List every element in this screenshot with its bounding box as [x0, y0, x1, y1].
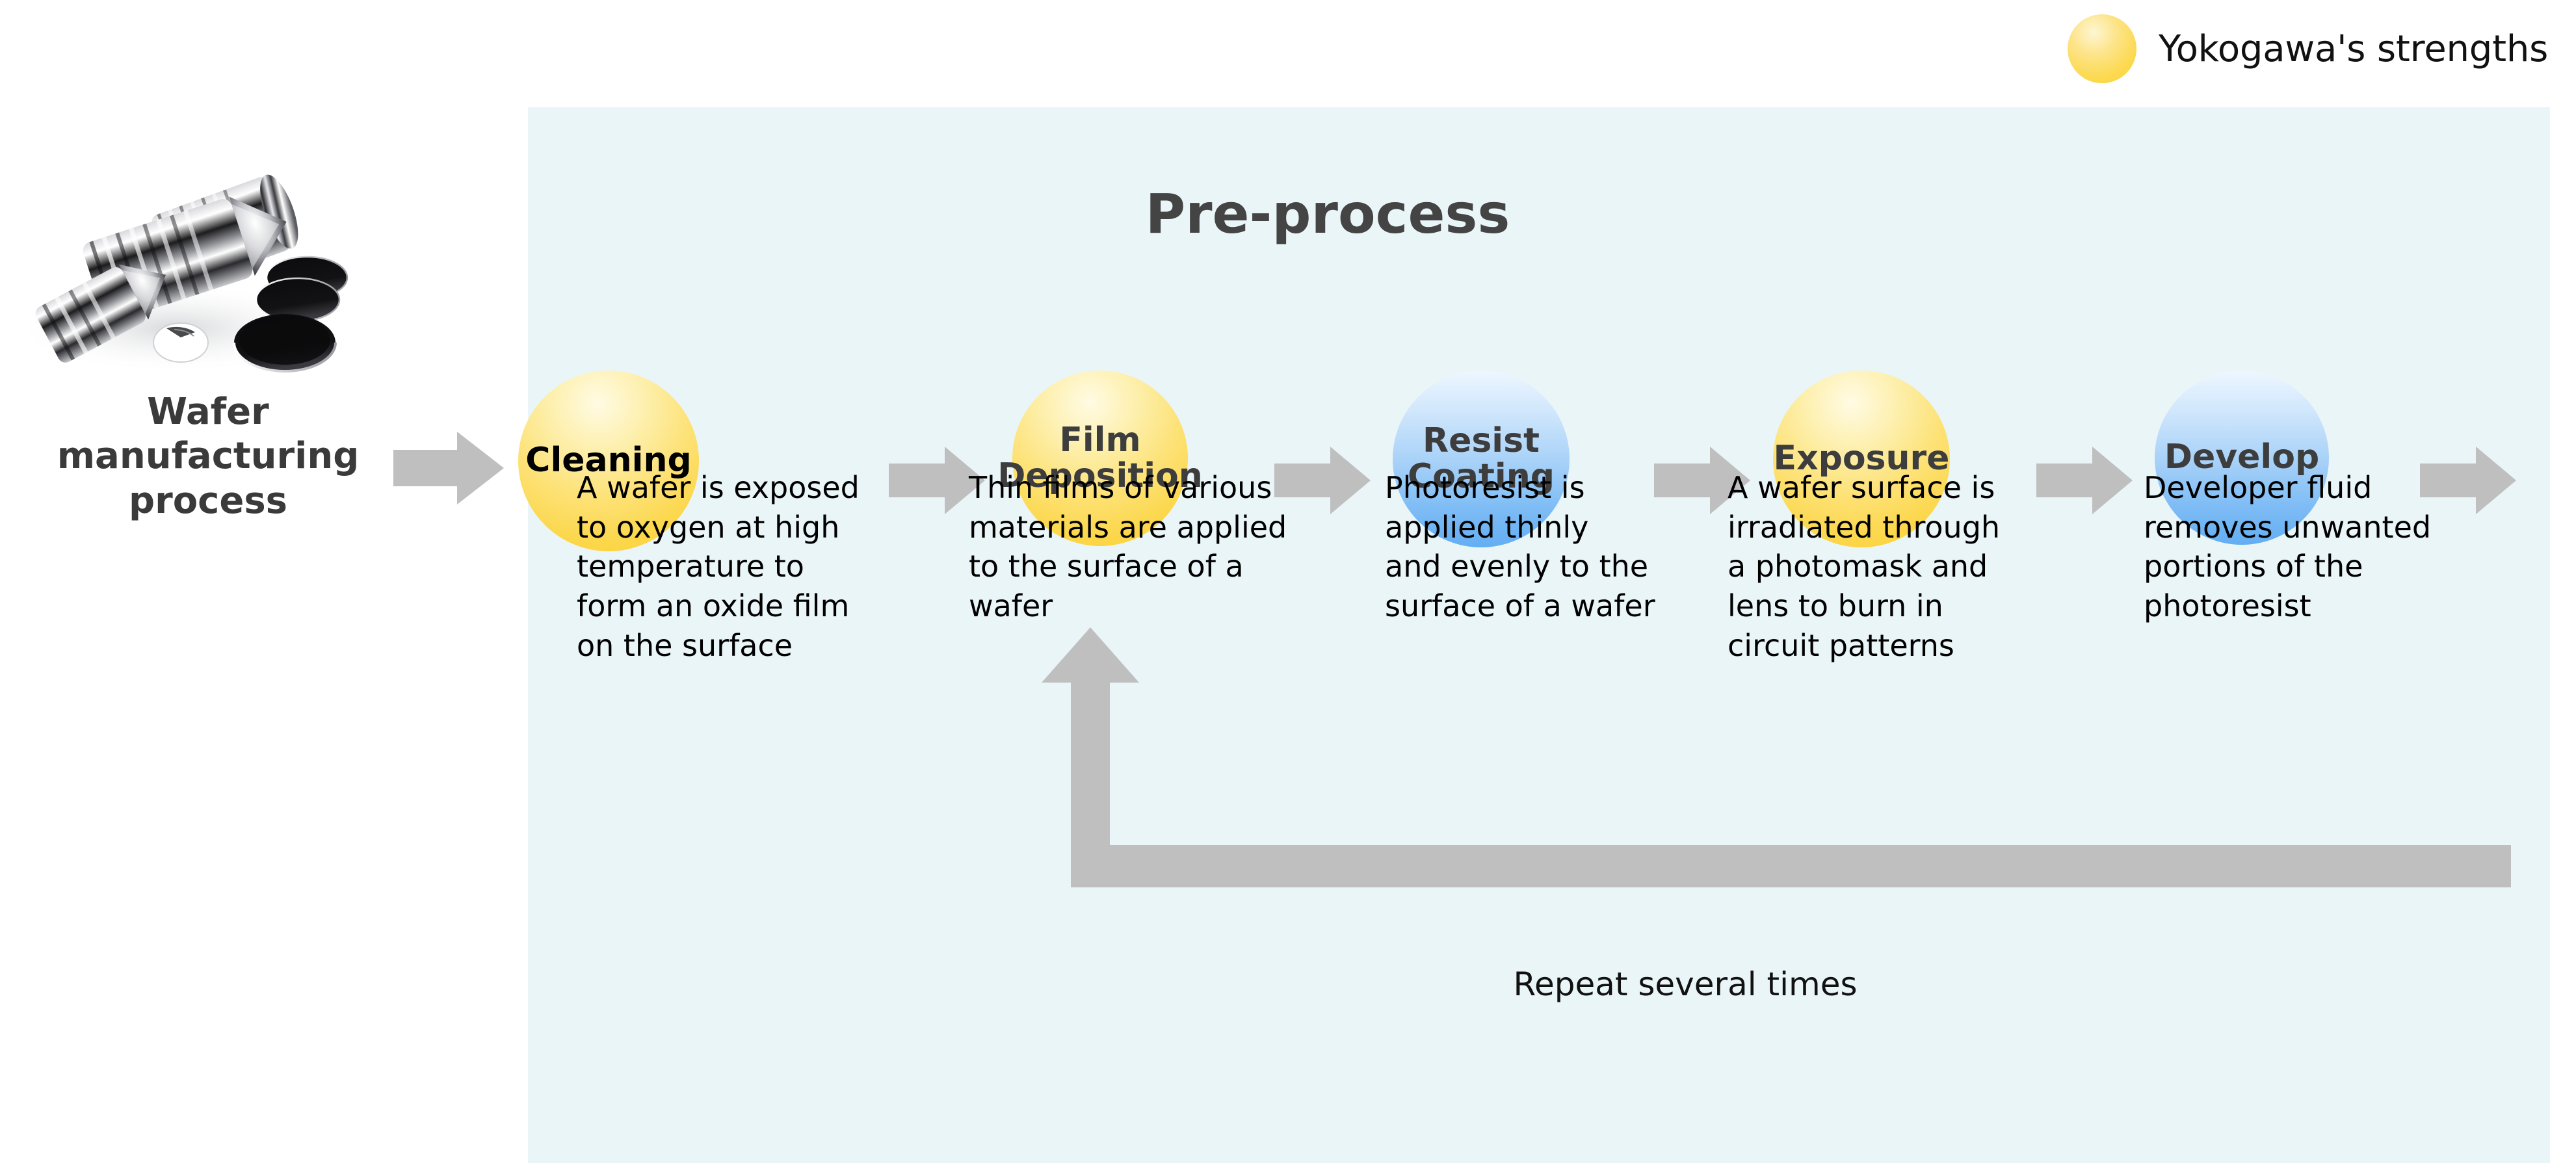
arrow-right-icon-1	[889, 447, 985, 514]
step-label-develop: Develop	[2164, 438, 2320, 477]
step-label-resist-coating-line-2: Coating	[1408, 457, 1555, 496]
caption-line: materials are applied	[969, 509, 1287, 545]
wafer-manufacturing-block: Wafer manufacturing process	[0, 390, 416, 523]
page-title: Pre-process	[1145, 182, 1510, 246]
arrow-right-icon-3	[1654, 447, 1750, 514]
caption-line: Developer fluid	[2144, 470, 2372, 505]
caption-line: to oxygen at high	[577, 509, 840, 545]
caption-line: a photomask and	[1728, 549, 1988, 584]
arrow-right-icon-2	[1274, 447, 1371, 514]
legend: Yokogawa's strengths	[2068, 14, 2548, 83]
step-label-film-deposition-line-1: Film	[1059, 420, 1141, 460]
process-step-develop[interactable]: Develop	[2155, 371, 2329, 545]
caption-line: form an oxide film	[577, 588, 850, 624]
legend-yellow-circle-icon	[2068, 14, 2136, 83]
step-caption-develop: Developer fluid removes unwanted portion…	[2144, 468, 2449, 626]
caption-line: circuit patterns	[1728, 627, 1954, 663]
repeat-loop-arrow-icon	[1042, 627, 2511, 887]
caption-line: to the surface of a	[969, 549, 1244, 584]
caption-line: applied thinly	[1385, 509, 1589, 545]
caption-line: Photoresist is	[1385, 470, 1585, 505]
wafer-manufacturing-label: Wafer manufacturing process	[55, 390, 361, 523]
step-label-film-deposition-line-2: Deposition	[997, 456, 1203, 495]
exit-arrow-right-icon	[2420, 447, 2516, 514]
pre-process-panel: Pre-process Cleaning A wafer is exposed …	[518, 107, 2550, 1163]
step-caption-cleaning: A wafer is exposed to oxygen at high tem…	[577, 468, 882, 666]
silicon-ingots-and-wafers-image	[13, 174, 348, 374]
step-bubble-exposure[interactable]: Exposure	[1773, 371, 1950, 547]
process-step-resist-coating[interactable]: Resist Coating	[1393, 371, 1570, 547]
caption-line: irradiated through	[1728, 509, 2001, 545]
entry-arrow-right-icon	[393, 432, 504, 504]
legend-label: Yokogawa's strengths	[2159, 27, 2549, 70]
caption-line: temperature to	[577, 549, 804, 584]
wafer-label-line-1: Wafer	[147, 391, 269, 433]
caption-line: surface of a wafer	[1385, 588, 1655, 624]
caption-line: wafer	[969, 588, 1053, 624]
wafer-label-line-2: manufacturing	[57, 435, 360, 478]
process-step-exposure[interactable]: Exposure	[1773, 371, 1950, 547]
caption-line: portions of the	[2144, 549, 2363, 584]
caption-line: and evenly to the	[1385, 549, 1649, 584]
process-step-cleaning[interactable]: Cleaning	[518, 371, 699, 551]
step-label-exposure: Exposure	[1773, 439, 1950, 478]
step-label-resist-coating-line-1: Resist	[1423, 421, 1540, 460]
step-bubble-resist-coating[interactable]: Resist Coating	[1393, 371, 1570, 547]
step-bubble-cleaning[interactable]: Cleaning	[518, 371, 699, 551]
arrow-right-icon-4	[2036, 447, 2133, 514]
repeat-loop-label: Repeat several times	[1513, 965, 1858, 1003]
caption-line: removes unwanted	[2144, 509, 2432, 545]
step-label-cleaning: Cleaning	[525, 441, 692, 480]
caption-line: A wafer is exposed	[577, 470, 860, 505]
caption-line: photoresist	[2144, 588, 2311, 624]
step-caption-exposure: A wafer surface is irradiated through a …	[1728, 468, 2040, 666]
caption-line: Thin films of various	[969, 470, 1272, 505]
wafer-label-line-3: process	[128, 479, 287, 522]
caption-line: on the surface	[577, 627, 793, 663]
caption-line: lens to burn in	[1728, 588, 1943, 624]
step-bubble-film-deposition[interactable]: Film Deposition	[997, 371, 1203, 546]
step-caption-resist-coating: Photoresist is applied thinly and evenly…	[1385, 468, 1697, 626]
process-step-film-deposition[interactable]: Film Deposition	[997, 371, 1203, 546]
step-caption-film-deposition: Thin films of various materials are appl…	[969, 468, 1300, 626]
step-bubble-develop[interactable]: Develop	[2155, 371, 2329, 545]
caption-line: A wafer surface is	[1728, 470, 1995, 505]
